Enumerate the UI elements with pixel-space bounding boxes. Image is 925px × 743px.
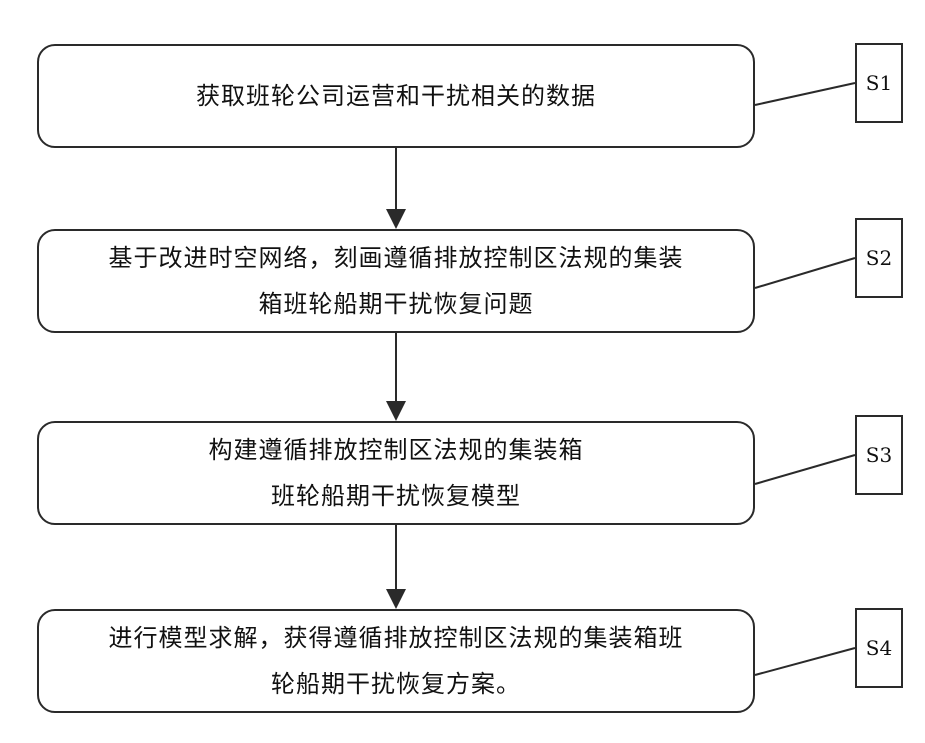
step-box-s2: 基于改进时空网络，刻画遵循排放控制区法规的集装 箱班轮船期干扰恢复问题	[37, 229, 755, 333]
step-tag-s4: S4	[855, 608, 903, 688]
step-s3-text-line-2: 班轮船期干扰恢复模型	[39, 473, 753, 519]
leader-line-s4	[755, 648, 855, 675]
leader-line-s3	[755, 455, 855, 484]
step-tag-s1: S1	[855, 43, 903, 123]
step-box-s3: 构建遵循排放控制区法规的集装箱 班轮船期干扰恢复模型	[37, 421, 755, 525]
step-box-s1: 获取班轮公司运营和干扰相关的数据	[37, 44, 755, 148]
step-s1-text: 获取班轮公司运营和干扰相关的数据	[39, 73, 753, 119]
leader-line-s1	[755, 83, 855, 105]
step-s4-text-line-2: 轮船期干扰恢复方案。	[39, 661, 753, 707]
step-s4-text-line-1: 进行模型求解，获得遵循排放控制区法规的集装箱班	[39, 615, 753, 661]
step-tag-s3: S3	[855, 415, 903, 495]
step-s3-text-line-1: 构建遵循排放控制区法规的集装箱	[39, 427, 753, 473]
leader-line-s2	[755, 258, 855, 288]
step-tag-s2: S2	[855, 218, 903, 298]
step-s2-text-line-2: 箱班轮船期干扰恢复问题	[39, 281, 753, 327]
step-s2-text-line-1: 基于改进时空网络，刻画遵循排放控制区法规的集装	[39, 235, 753, 281]
step-box-s4: 进行模型求解，获得遵循排放控制区法规的集装箱班 轮船期干扰恢复方案。	[37, 609, 755, 713]
